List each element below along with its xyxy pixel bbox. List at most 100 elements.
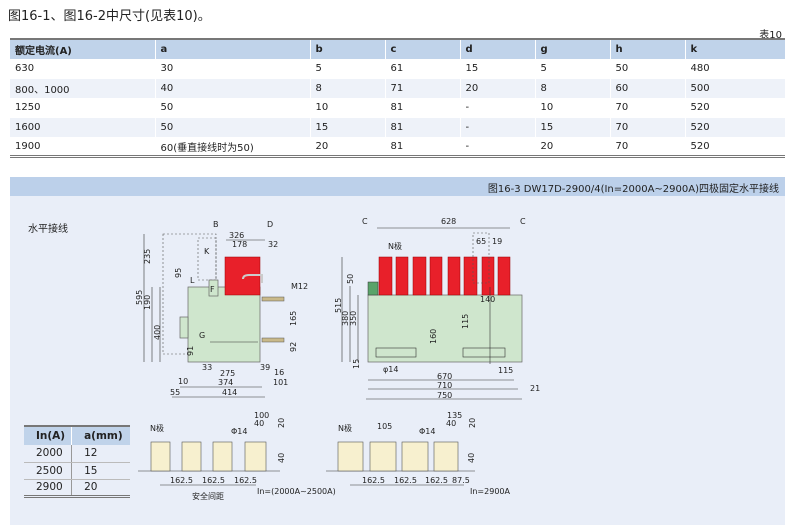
- table-cell: 1900: [15, 140, 41, 152]
- dim-label: 515: [334, 298, 343, 313]
- dim-label: 101: [273, 378, 288, 387]
- table-cell: 1250: [15, 102, 41, 114]
- dim-label: Φ14: [231, 427, 247, 436]
- dim-label: In=(2000A~2500A): [257, 487, 336, 496]
- dim-label: 105: [377, 422, 392, 431]
- table-cell: 15: [71, 462, 130, 480]
- col-header: d: [459, 39, 535, 59]
- table-cell: 15: [459, 59, 535, 79]
- dim-label: 595: [135, 290, 144, 305]
- dim-label: 40: [467, 453, 476, 463]
- dim-label: 162.5: [362, 476, 385, 485]
- dim-label: 19: [492, 237, 502, 246]
- table-cell: 520: [684, 117, 785, 137]
- dim-label: 33: [202, 363, 212, 372]
- dim-label: 55: [170, 388, 180, 397]
- col-header: a: [154, 39, 310, 59]
- table-cell: 60(垂直接线时为50): [154, 137, 310, 157]
- table-cell: 81: [384, 117, 460, 137]
- dim-label: 140: [480, 295, 495, 304]
- page-title: 图16-1、图16-2中尺寸(见表10)。: [8, 9, 211, 24]
- table-cell: 20: [71, 479, 130, 497]
- table-cell: 500: [684, 78, 785, 98]
- dim-label: 21: [530, 384, 540, 393]
- dim-label: G: [199, 331, 205, 340]
- dim-label: 414: [222, 388, 237, 397]
- table-cell: 10: [534, 98, 610, 118]
- dim-label: Φ14: [419, 427, 435, 436]
- col-header: b: [309, 39, 385, 59]
- dim-label: K: [204, 247, 210, 256]
- col-header: 额定电流(A): [10, 39, 155, 59]
- dim-label: 15: [352, 359, 361, 369]
- dim-label: 275: [220, 369, 235, 378]
- dim-label: C: [520, 217, 526, 226]
- table-cell: 8: [309, 78, 385, 98]
- col-header: In(A): [24, 426, 72, 445]
- dim-label: 40: [446, 419, 456, 428]
- dim-label: 10: [178, 377, 188, 386]
- table-cell: 15: [534, 117, 610, 137]
- dim-label: N极: [388, 241, 402, 251]
- figure-caption: 图16-3 DW17D-2900/4(In=2000A~2900A)四极固定水平…: [10, 177, 785, 196]
- dim-label: 750: [437, 391, 452, 400]
- table-cell: 70: [609, 137, 685, 157]
- dim-label: 162.5: [234, 476, 257, 485]
- dim-label: 100: [254, 411, 269, 420]
- dim-label: L: [190, 276, 195, 285]
- dim-label: 235: [143, 249, 152, 264]
- table-cell: 630: [15, 63, 35, 75]
- dim-label: F: [210, 285, 215, 294]
- table-cell: 2500: [24, 462, 72, 480]
- dim-label: 安全间距: [192, 491, 224, 501]
- dim-label: 115: [461, 314, 470, 329]
- dim-label: 39: [260, 363, 270, 372]
- table-cell: 60: [609, 78, 685, 98]
- table-cell: 20: [309, 137, 385, 157]
- dim-label: 95: [174, 268, 183, 278]
- dim-label: 92: [289, 342, 298, 352]
- table-cell: -: [459, 98, 535, 118]
- figure-subtitle: 水平接线: [28, 224, 68, 235]
- dim-label: 190: [143, 295, 152, 310]
- dim-label: 160: [429, 329, 438, 344]
- dim-label: 670: [437, 372, 452, 381]
- dim-label: 710: [437, 381, 452, 390]
- dim-label: 165: [289, 311, 298, 326]
- dim-label: M12: [291, 282, 308, 291]
- col-header: h: [609, 39, 685, 59]
- table-cell: 10: [309, 98, 385, 118]
- table-cell: 800、1000: [10, 78, 155, 98]
- dim-label: N极: [338, 423, 352, 433]
- table-cell: 20: [534, 137, 610, 157]
- dim-label: 162.5: [170, 476, 193, 485]
- dim-label: φ14: [383, 365, 398, 374]
- dim-label: D: [267, 220, 273, 229]
- table-cell: 5: [534, 59, 610, 79]
- dim-label: 135: [447, 411, 462, 420]
- dim-label: 87.5: [452, 476, 470, 485]
- dim-label: 40: [277, 453, 286, 463]
- dim-label: 16: [274, 368, 284, 377]
- dim-label: 115: [498, 366, 513, 375]
- busbar-drawing-2900: N极 105 135 40 Φ14 20 40 162.5 162.5 162.…: [326, 411, 510, 496]
- dim-label: N极: [150, 423, 164, 433]
- table-cell: 480: [684, 59, 785, 79]
- col-header: a(mm): [71, 426, 130, 445]
- front-view-drawing: C 628 C N极 65 19 50 515 380 350 140 115 …: [334, 217, 540, 400]
- table-cell: 50: [154, 98, 310, 118]
- dim-label: 178: [232, 240, 247, 249]
- table-cell: 61: [384, 59, 460, 79]
- table-cell: 20: [459, 78, 535, 98]
- side-view-drawing: B D 326 178 32 K L 95 235 595 190 400 F …: [135, 220, 308, 398]
- table-cell: 2900: [24, 479, 72, 497]
- dim-label: 32: [268, 240, 278, 249]
